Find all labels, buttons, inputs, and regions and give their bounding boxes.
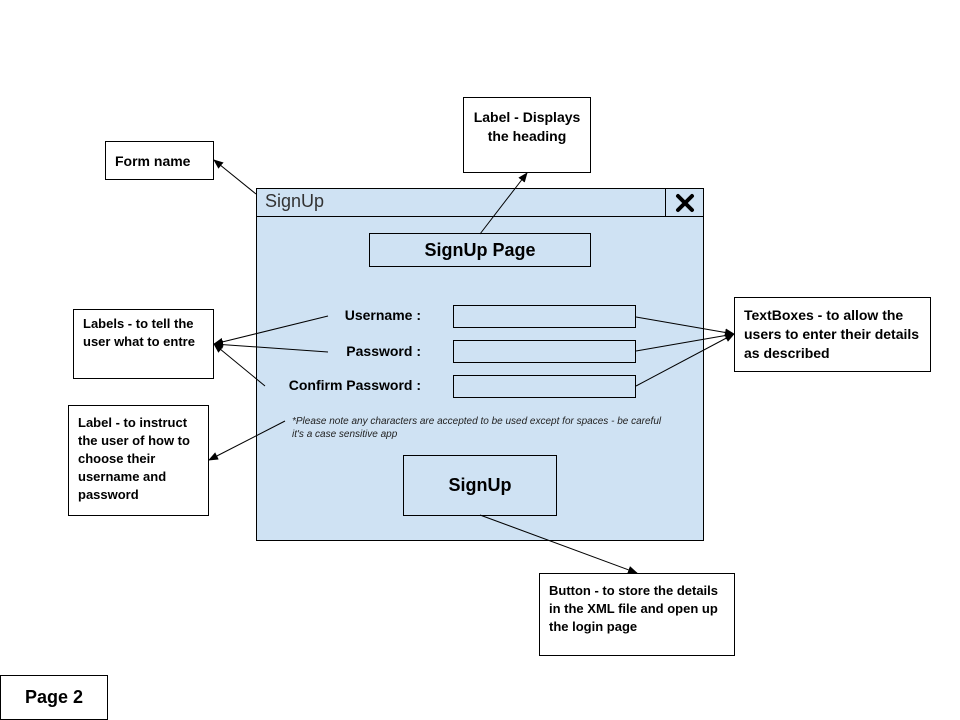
arrow-labels-confirm <box>213 343 266 387</box>
arrow-textbox-username <box>635 316 735 337</box>
confirm-password-label: Confirm Password : <box>288 377 421 393</box>
arrow-heading-label <box>479 172 528 235</box>
annotation-instruction-label: Label - to instruct the user of how to c… <box>68 405 209 516</box>
arrow-textbox-confirm <box>635 333 735 387</box>
password-textbox[interactable] <box>453 340 636 363</box>
signup-form-mockup: SignUp SignUp Page Username : Password :… <box>256 188 704 541</box>
confirm-password-textbox[interactable] <box>453 375 636 398</box>
arrow-form-name <box>213 159 257 195</box>
instruction-note: *Please note any characters are accepted… <box>292 416 662 440</box>
annotation-form-name: Form name <box>105 141 214 180</box>
arrow-labels-password <box>213 340 329 353</box>
annotation-labels: Labels - to tell the user what to entre <box>73 309 214 379</box>
close-icon <box>675 193 694 212</box>
form-title: SignUp <box>265 191 325 211</box>
form-titlebar: SignUp <box>257 189 703 217</box>
password-label: Password : <box>346 343 421 359</box>
annotation-heading-label: Label - Displays the heading <box>463 97 591 173</box>
arrow-instruction-label <box>208 420 286 461</box>
username-label: Username : <box>344 307 421 323</box>
arrow-labels-username <box>213 315 329 346</box>
arrow-textbox-password <box>635 331 735 352</box>
arrow-button <box>479 514 638 574</box>
annotation-button: Button - to store the details in the XML… <box>539 573 735 656</box>
close-button[interactable] <box>665 189 703 216</box>
username-textbox[interactable] <box>453 305 636 328</box>
annotation-textboxes: TextBoxes - to allow the users to enter … <box>734 297 931 372</box>
